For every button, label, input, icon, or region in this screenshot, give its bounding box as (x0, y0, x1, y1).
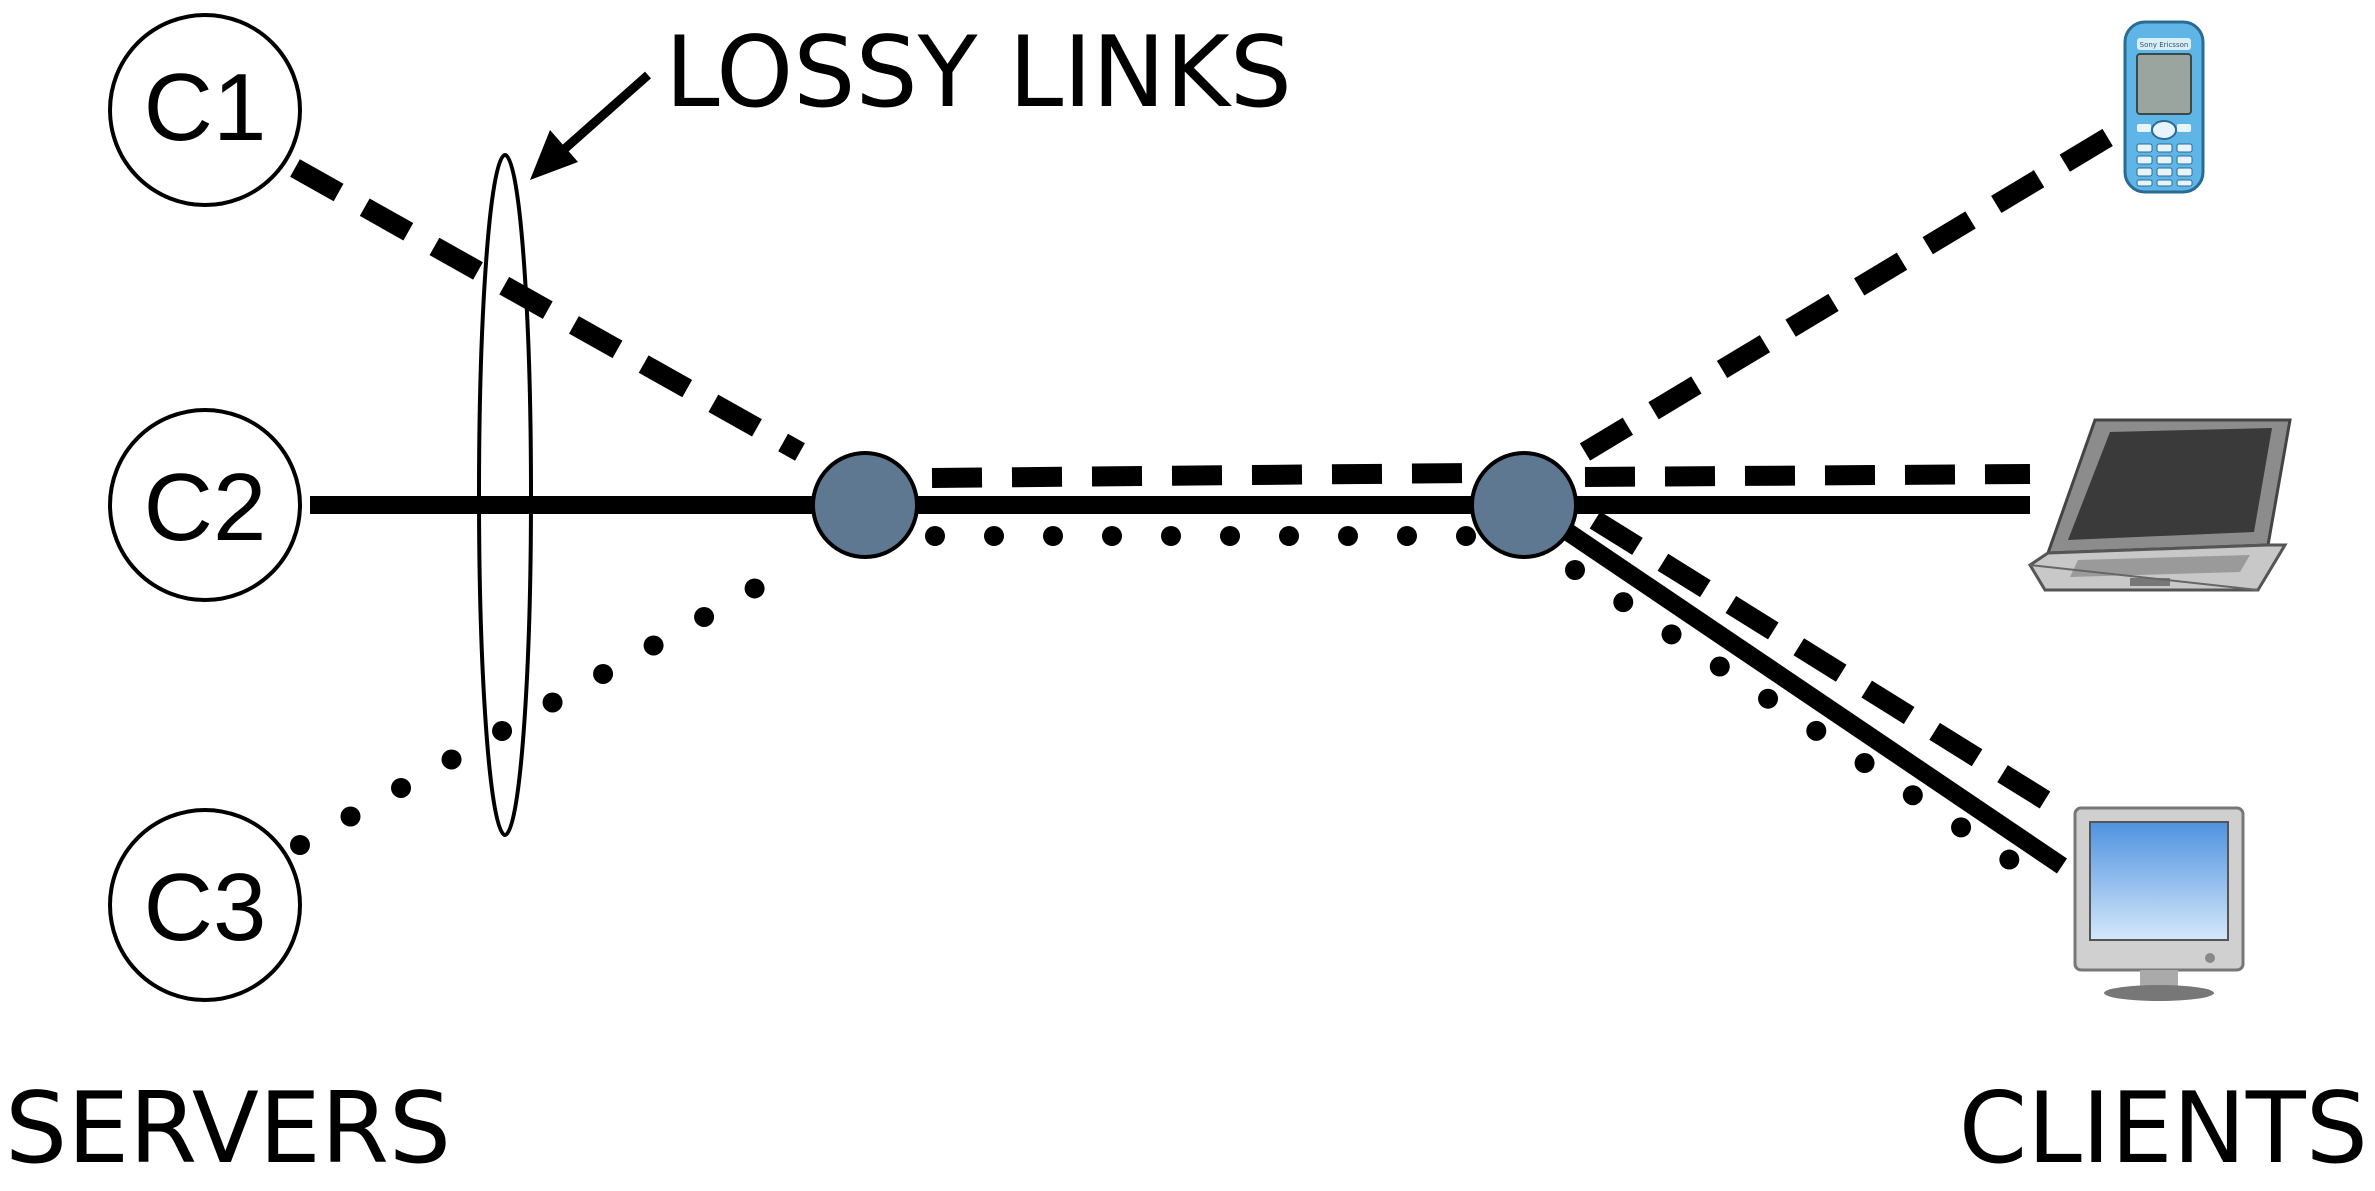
lossy-links-arrow-head-icon (530, 130, 578, 180)
lossy-links-arrow-shaft (557, 71, 651, 157)
mobile-phone-icon: Sony Ericsson (2123, 20, 2205, 194)
server-node-c3: C3 (108, 808, 302, 1002)
flow-c2-solid (310, 496, 2068, 874)
server-node-label: C3 (144, 854, 267, 961)
link-router-b-to-phone (1579, 121, 2126, 461)
link-router-b-to-monitor-solid (1559, 522, 2068, 874)
lossy-links-ellipse (477, 153, 533, 837)
phone-brand-text: Sony Ericsson (2140, 41, 2189, 49)
link-router-b-to-monitor-dotted (1565, 560, 2020, 870)
server-node-c1: C1 (108, 13, 302, 207)
link-c3-to-router-a (290, 550, 815, 855)
server-node-label: C2 (144, 454, 267, 561)
router-b-node (1470, 451, 1578, 559)
link-router-b-to-monitor-dashed (1589, 511, 2051, 809)
laptop-icon (2027, 418, 2292, 592)
server-node-label: C1 (144, 54, 267, 161)
clients-label: CLIENTS (1959, 1072, 2368, 1186)
link-c1-to-router-a (290, 159, 805, 461)
servers-label: SERVERS (5, 1072, 451, 1186)
lossy-links-label: LOSSY LINKS (665, 16, 1292, 130)
server-node-c2: C2 (108, 408, 302, 602)
flow-c1-dashed (290, 121, 2126, 809)
link-router-a-to-router-b-dashed (931, 463, 1471, 488)
link-router-b-to-laptop-dashed (1584, 464, 2031, 487)
router-a-node (811, 451, 919, 559)
desktop-monitor-icon (2073, 806, 2245, 1001)
flow-c3-dotted (290, 526, 2020, 870)
